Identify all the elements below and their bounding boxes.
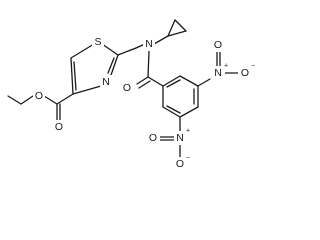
- ester-oxygen-label: O: [35, 90, 43, 102]
- nitro2-nitrogen-charge: +: [186, 128, 190, 135]
- thiazole-nitrogen-label: N: [102, 76, 110, 88]
- bond-c2-ch2: [117, 47, 137, 56]
- nitro2-oxygen-bottom-label: O: [176, 158, 184, 170]
- bonds: [7, 19, 239, 159]
- bond-n-amide-c: [147, 50, 150, 78]
- nitro1-oxygen-top-label: O: [214, 39, 222, 51]
- bond-ar-2: [179, 75, 199, 87]
- bond-cp-1: [167, 19, 176, 37]
- bond-c2-n3-inner: [107, 57, 115, 74]
- bond-ar-1-inner: [166, 79, 181, 88]
- nitro2-oxygen-charge: −: [186, 155, 190, 162]
- bond-cp-3: [174, 19, 187, 32]
- bond-ethyl-ch3: [7, 95, 22, 105]
- nitro2-nitrogen-label: N: [176, 132, 184, 144]
- bond-c4-c5-inner: [73, 61, 77, 91]
- atom-labels: O O S N N O N + O O − N + O O −: [33, 35, 255, 171]
- bond-n3-c4: [72, 85, 102, 95]
- nitro1-oxygen-right-label: O: [241, 67, 249, 79]
- thiazole-sulfur-label: S: [94, 36, 101, 48]
- bond-amide-c-o-1: [136, 76, 149, 85]
- bond-c5-s: [70, 43, 95, 59]
- bond-o-carbonyl: [43, 95, 58, 105]
- bond-c4-c5: [70, 57, 74, 95]
- structure-svg: O O S N N O N + O O − N + O O −: [7, 19, 255, 171]
- bond-c2-n3: [110, 54, 119, 76]
- bond-cp-2: [167, 30, 187, 37]
- nitro1-nitrogen-label: N: [214, 67, 222, 79]
- molecule-diagram: O O S N N O N + O O − N + O O −: [7, 19, 255, 171]
- bond-n-cyclopropyl: [153, 35, 169, 45]
- amide-oxygen-label: O: [123, 82, 131, 94]
- bond-ar-nitro1: [197, 78, 211, 87]
- bond-ar-5: [162, 106, 181, 118]
- bond-ar-5-inner: [166, 105, 181, 114]
- amide-nitrogen-label: N: [145, 38, 153, 50]
- bond-s-c2: [101, 43, 119, 56]
- bond-ar-1: [162, 75, 181, 87]
- nitro1-oxygen-charge: −: [251, 63, 255, 70]
- nitro2-oxygen-left-label: O: [149, 132, 157, 144]
- ester-carbonyl-oxygen-label: O: [55, 121, 63, 133]
- bond-ar-4: [179, 106, 199, 118]
- bond-amide-c-ring: [147, 76, 164, 87]
- bond-amide-c-o-2: [138, 80, 151, 89]
- bond-ethyl-ch2-o: [20, 95, 34, 105]
- nitro1-nitrogen-charge: +: [224, 63, 228, 70]
- bond-carbonyl-c4: [56, 93, 74, 105]
